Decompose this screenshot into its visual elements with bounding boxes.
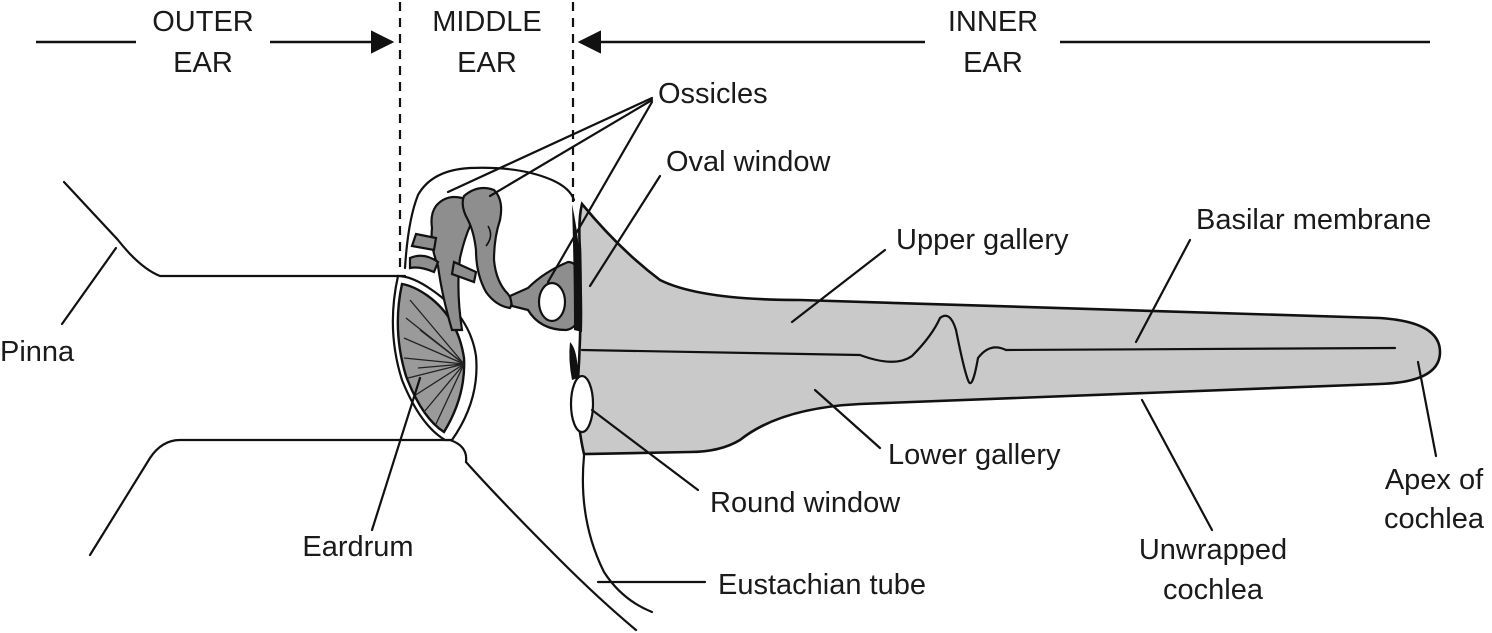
lower-skull-outline (464, 460, 638, 632)
oval-window-label: Oval window (666, 146, 831, 178)
outer-ear-label-1: OUTER (152, 6, 254, 38)
middle-ear-cavity (403, 166, 576, 270)
eardrum (391, 274, 478, 442)
apex-leader (1416, 360, 1438, 458)
ear-canal (62, 180, 638, 632)
part-labels: Ossicles Oval window Upper gallery Basil… (0, 78, 1485, 606)
basilar-membrane-line (580, 314, 1397, 385)
ossicles-leader-1 (446, 96, 654, 194)
eardrum-leader (370, 376, 422, 532)
pinna-label: Pinna (0, 336, 75, 368)
pinna-leader (60, 246, 118, 326)
upper-gallery-leader (790, 248, 887, 324)
middle-ear-label-2: EAR (457, 47, 517, 79)
basilar-membrane-leader (1134, 238, 1192, 344)
apex-of-cochlea-label-1: Apex of (1385, 464, 1484, 496)
section-header (36, 2, 1430, 268)
ear-canal-upper-wall (62, 180, 407, 278)
apex-of-cochlea-label-2: cochlea (1384, 503, 1485, 535)
ossicles-label: Ossicles (658, 78, 768, 110)
inner-ear-label-2: EAR (963, 47, 1023, 79)
lower-gallery-leader (813, 388, 882, 450)
ossicles-leader-3 (546, 100, 654, 284)
stapes-opening (537, 281, 567, 323)
section-labels: OUTER EAR MIDDLE EAR INNER EAR (152, 6, 1038, 79)
eardrum-label: Eardrum (302, 531, 413, 563)
eustachian-tube-label: Eustachian tube (718, 569, 926, 601)
leader-lines (60, 96, 1438, 584)
round-window-leader (590, 408, 700, 492)
cochlea-body (576, 201, 1442, 456)
ossicles-leader-2 (488, 98, 654, 198)
unwrapped-cochlea-label-1: Unwrapped (1139, 534, 1287, 566)
unwrapped-cochlea-leader (1140, 398, 1214, 532)
ear-canal-lower-wall (88, 438, 468, 557)
eustachian-tube-outline (581, 454, 654, 614)
outer-ear-label-2: EAR (173, 47, 233, 79)
lower-gallery-label: Lower gallery (888, 439, 1061, 471)
round-window-shape (569, 374, 595, 434)
cochlea (569, 201, 1442, 456)
unwrapped-cochlea-label-2: cochlea (1163, 574, 1264, 606)
basilar-membrane-label: Basilar membrane (1196, 204, 1431, 236)
inner-ear-label-1: INNER (948, 6, 1038, 38)
oval-window-leader (588, 174, 662, 288)
round-window-label: Round window (710, 487, 901, 519)
ossicles (408, 186, 584, 332)
upper-gallery-label: Upper gallery (896, 224, 1069, 256)
middle-ear-label-1: MIDDLE (432, 6, 542, 38)
incus (461, 186, 513, 310)
